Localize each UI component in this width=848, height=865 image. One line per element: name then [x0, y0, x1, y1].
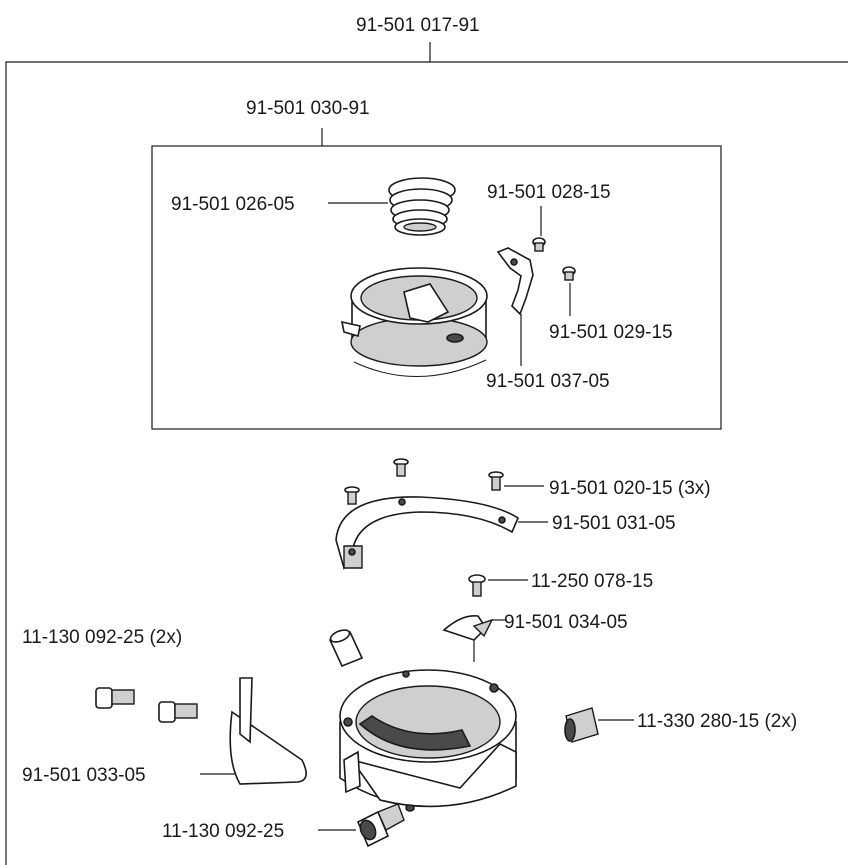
- screws-092-2x-parts: [95, 687, 198, 723]
- label-setscrews-280: 11-330 280-15 (2x): [637, 711, 797, 732]
- label-guard-033: 91-501 033-05: [22, 765, 146, 786]
- label-screw-092: 11-130 092-25: [162, 821, 284, 842]
- screw-029-part: [562, 266, 576, 281]
- screw-092-part: [356, 803, 405, 848]
- screw-028-part: [532, 237, 546, 252]
- bobbin-case-part: [340, 267, 488, 377]
- screw-020-parts: [344, 458, 504, 505]
- setscrew-280-part: [564, 707, 599, 743]
- label-screw-028: 91-501 028-15: [487, 182, 611, 203]
- ring-031-part: [335, 496, 520, 570]
- label-screw-078: 11-250 078-15: [531, 571, 653, 592]
- label-assembly-top: 91-501 017-91: [356, 15, 480, 36]
- label-spring: 91-501 026-05: [171, 194, 295, 215]
- part-034: [442, 614, 494, 641]
- hook-body-part: [339, 669, 517, 812]
- screw-078-part: [468, 574, 486, 597]
- assembly-frame: [5, 42, 848, 865]
- guard-033-part: [229, 677, 307, 785]
- label-clip-037: 91-501 037-05: [486, 371, 610, 392]
- label-screw-029: 91-501 029-15: [549, 322, 673, 343]
- clip-037-part: [496, 247, 534, 316]
- label-subassembly: 91-501 030-91: [246, 98, 370, 119]
- label-ring-031: 91-501 031-05: [552, 513, 676, 534]
- label-part-034: 91-501 034-05: [504, 612, 628, 633]
- label-screws-020: 91-501 020-15 (3x): [549, 478, 711, 499]
- barrel-part: [328, 629, 364, 668]
- label-screws-092-2x: 11-130 092-25 (2x): [22, 627, 182, 648]
- subassembly-box: [151, 128, 722, 430]
- spring-part: [388, 177, 456, 236]
